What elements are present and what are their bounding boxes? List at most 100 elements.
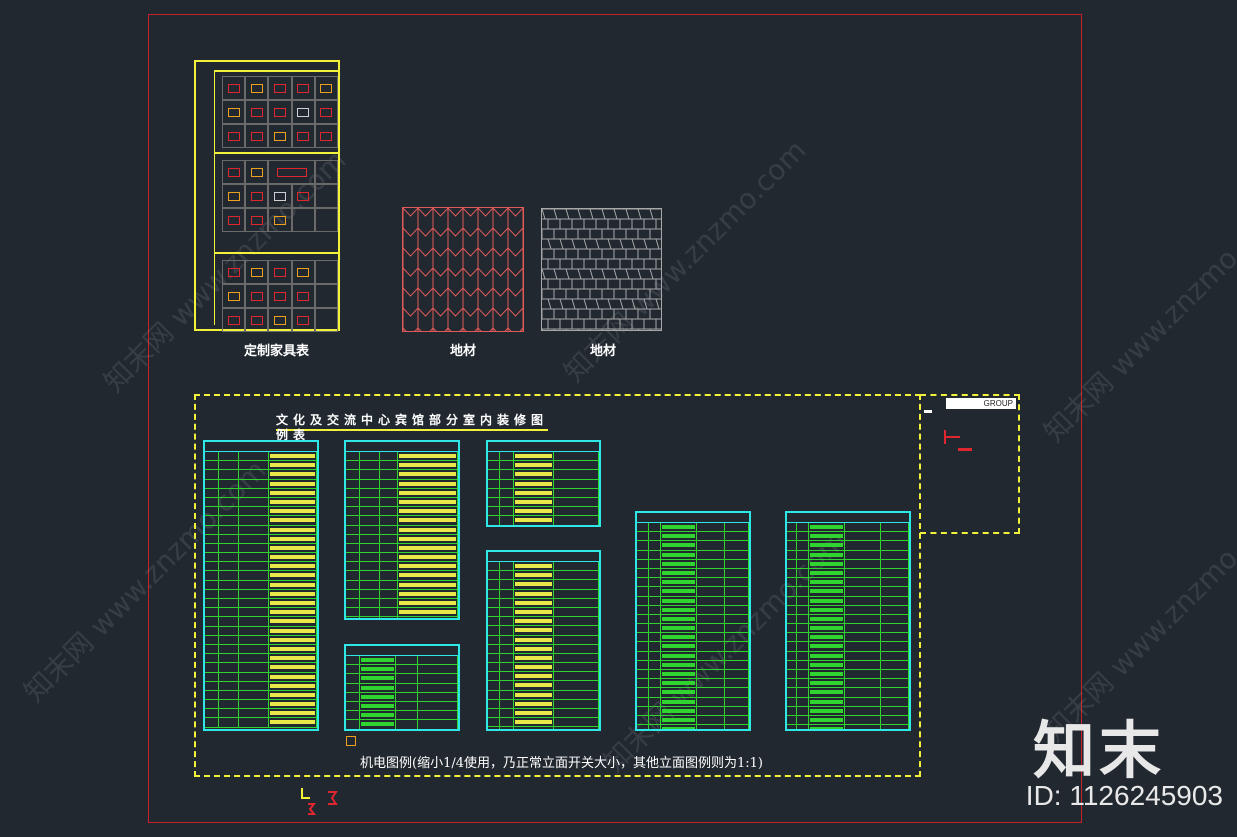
table-row <box>346 461 458 471</box>
table-row <box>488 598 599 608</box>
furniture-sheet[interactable] <box>194 60 340 331</box>
table-row <box>205 589 317 599</box>
titleblock-logo-mark <box>946 436 960 438</box>
table-header <box>346 442 458 452</box>
table-row <box>346 525 458 535</box>
table-row <box>205 599 317 609</box>
furniture-grid <box>222 260 338 332</box>
table-row <box>488 488 599 498</box>
table-row <box>488 644 599 654</box>
table-row <box>205 488 317 498</box>
floor-material-herringbone[interactable] <box>402 207 524 337</box>
table-row <box>205 672 317 682</box>
legend-table-4[interactable] <box>486 440 601 527</box>
table-row <box>346 617 458 618</box>
table-row <box>346 683 458 693</box>
table-header <box>787 513 909 523</box>
table-row <box>787 688 909 698</box>
furniture-grid <box>222 160 338 232</box>
table-row <box>488 727 599 729</box>
legend-table-2[interactable] <box>344 440 460 620</box>
table-row <box>205 461 317 471</box>
legend-table-5[interactable] <box>486 550 601 731</box>
table-row <box>205 718 317 728</box>
table-row <box>488 470 599 480</box>
table-row <box>637 614 749 625</box>
table-row <box>488 718 599 728</box>
table-row <box>346 534 458 544</box>
table-row <box>787 660 909 670</box>
table-row <box>488 580 599 590</box>
table-row <box>637 532 749 542</box>
table-row <box>346 674 458 684</box>
table-row <box>205 516 317 526</box>
table-row <box>205 543 317 554</box>
table-row <box>346 711 458 721</box>
table-row <box>205 534 317 544</box>
table-row <box>488 607 599 618</box>
drawing-frame <box>148 14 1082 823</box>
table-header <box>205 442 317 452</box>
sheet-index-column <box>200 70 215 325</box>
table-row <box>488 709 599 719</box>
tile-pattern <box>541 208 661 340</box>
table-header <box>637 513 749 523</box>
table-header <box>488 552 599 562</box>
table-row <box>205 654 317 664</box>
table-row <box>787 578 909 588</box>
table-row <box>205 470 317 480</box>
table-row <box>787 679 909 689</box>
table-row <box>488 699 599 709</box>
legend-table-6[interactable] <box>635 511 751 731</box>
table-row <box>488 562 599 572</box>
table-row <box>787 523 909 533</box>
table-row <box>787 587 909 597</box>
table-row <box>346 665 458 675</box>
table-row <box>488 663 599 673</box>
material-label-2: 地材 <box>590 344 617 359</box>
table-row <box>488 479 599 489</box>
table-row <box>205 626 317 636</box>
table-row <box>346 608 458 618</box>
table-row <box>488 672 599 682</box>
table-row <box>346 470 458 480</box>
table-row <box>637 541 749 551</box>
material-label-1: 地材 <box>450 344 477 359</box>
ucs-icon <box>301 788 338 815</box>
table-row <box>488 516 599 525</box>
table-row <box>488 690 599 700</box>
table-row <box>205 507 317 517</box>
table-row <box>637 523 749 533</box>
legend-table-3[interactable] <box>344 644 460 731</box>
table-row <box>787 568 909 579</box>
table-row <box>488 461 599 471</box>
table-row <box>205 700 317 710</box>
sheet-divider <box>214 252 340 254</box>
table-row <box>205 553 317 563</box>
table-row <box>346 452 458 462</box>
table-row <box>637 624 749 634</box>
table-header <box>346 646 458 656</box>
legend-title: 文化及交流中心宾馆部分室内装修图 <box>276 411 549 431</box>
titleblock-frame[interactable] <box>920 394 1020 534</box>
table-row <box>205 663 317 673</box>
table-row <box>205 479 317 489</box>
table-row <box>787 715 909 726</box>
legend-subtitle: 例表 <box>276 428 311 442</box>
table-row <box>488 589 599 599</box>
table-row <box>787 697 909 707</box>
table-row <box>637 679 749 689</box>
table-row <box>637 670 749 680</box>
legend-table-1[interactable] <box>203 440 319 731</box>
titleblock-logo-mark <box>958 448 972 451</box>
floor-material-tile[interactable] <box>541 208 662 340</box>
table-row <box>787 559 909 569</box>
table-row <box>787 624 909 634</box>
table-row <box>637 605 749 615</box>
legend-footnote: 机电图例(缩小1/4使用，乃正常立面开关大小，其他立面图例则为1:1) <box>360 756 763 771</box>
legend-table-7[interactable] <box>785 511 911 731</box>
table-row <box>205 644 317 655</box>
table-row <box>488 497 599 508</box>
table-row <box>637 715 749 726</box>
legend-frame[interactable] <box>194 394 921 777</box>
